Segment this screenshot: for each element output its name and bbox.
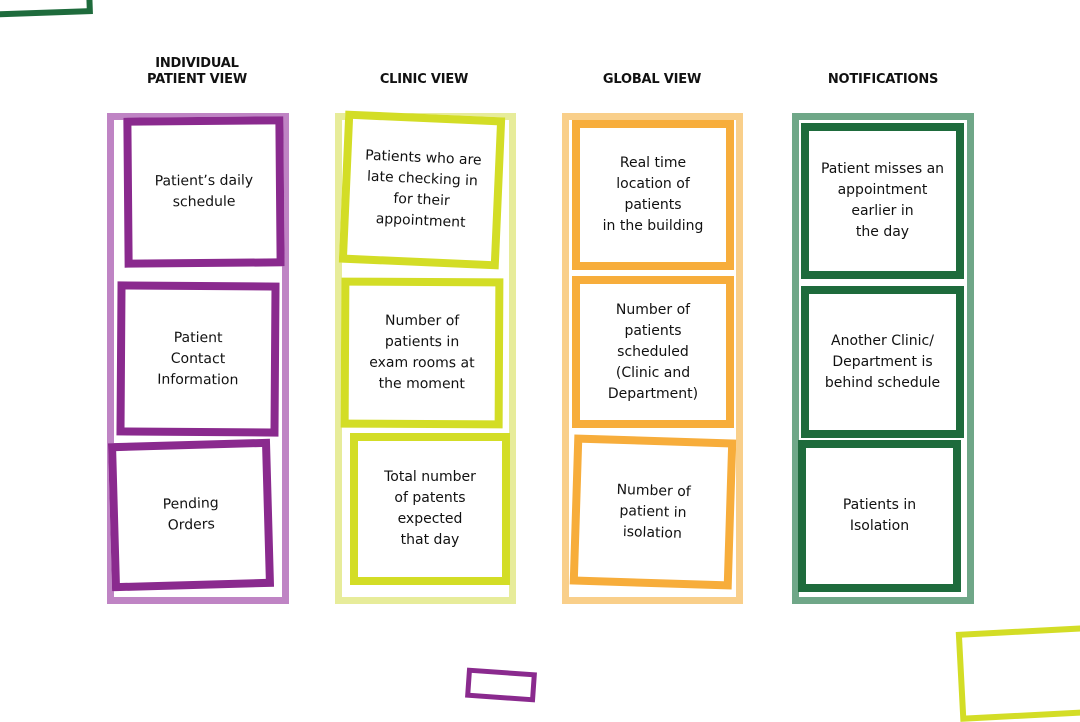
column-heading-individual-patient-view: INDIVIDUAL PATIENT VIEW	[147, 56, 247, 87]
card-patient-daily-schedule: Patient’s daily schedule	[123, 116, 285, 268]
column-heading-global-view: GLOBAL VIEW	[602, 72, 702, 87]
card-real-time-location: Real time location of patients in the bu…	[572, 120, 734, 270]
card-patient-misses-appointment: Patient misses an appointment earlier in…	[801, 123, 964, 279]
decorative-frame-top-left	[0, 0, 93, 18]
decorative-frame-bottom-center	[465, 667, 537, 703]
card-patient-contact-information: Patient Contact Information	[116, 281, 280, 437]
card-patients-in-exam-rooms: Number of patients in exam rooms at the …	[340, 277, 504, 429]
card-patients-late-checking-in: Patients who are late checking in for th…	[338, 110, 506, 270]
card-clinic-behind-schedule: Another Clinic/ Department is behind sch…	[801, 286, 964, 438]
card-patients-in-isolation-notification: Patients in Isolation	[798, 440, 961, 592]
card-total-patients-expected: Total number of patents expected that da…	[350, 433, 510, 585]
decorative-frame-bottom-right	[955, 624, 1080, 722]
card-patients-scheduled: Number of patients scheduled (Clinic and…	[572, 276, 734, 428]
column-heading-notifications: NOTIFICATIONS	[827, 72, 939, 87]
column-heading-clinic-view: CLINIC VIEW	[379, 72, 469, 87]
card-pending-orders: Pending Orders	[107, 438, 275, 592]
card-patients-in-isolation-global: Number of patient in isolation	[569, 434, 737, 590]
